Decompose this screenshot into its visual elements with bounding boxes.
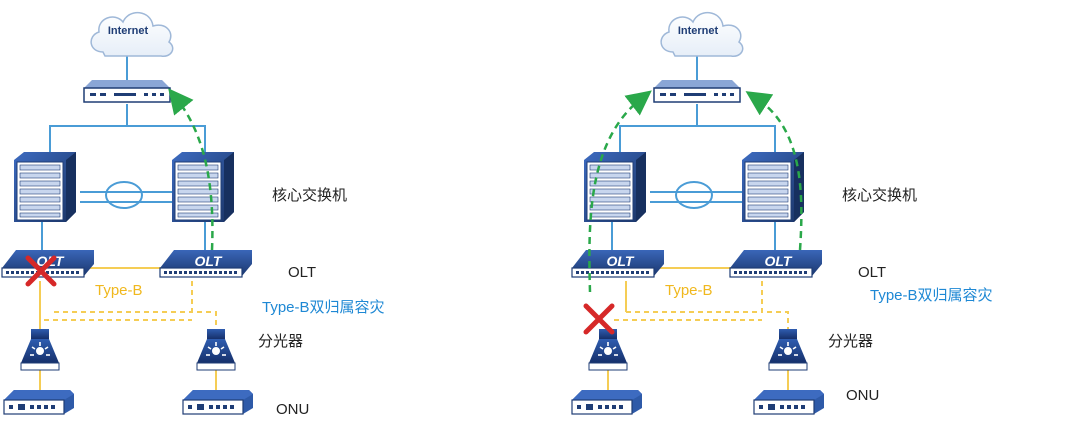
onu-label: ONU <box>276 401 309 418</box>
router-icon <box>653 79 741 103</box>
splitter-label: 分光器 <box>828 333 873 350</box>
left-olt-b: OLT <box>159 249 253 278</box>
scenario-label: Type-B双归属容灾 <box>870 287 993 304</box>
olt-label: OLT <box>858 264 886 281</box>
scenario-label: Type-B双归属容灾 <box>262 299 385 316</box>
splitter-label: 分光器 <box>258 333 303 350</box>
right-pon-links <box>607 267 789 390</box>
olt-device-label: OLT <box>195 253 223 269</box>
right-cloud: Internet <box>660 11 744 58</box>
core-switch-label: 核心交换机 <box>842 186 917 204</box>
onu-icon <box>571 389 643 415</box>
left-scenario: Internet OLT OLT Type-B 核心交换机 OLT Type-B… <box>1 11 385 418</box>
internet-label: Internet <box>108 25 149 37</box>
splitter-icon <box>20 328 60 371</box>
splitter-icon <box>196 328 236 371</box>
splitter-icon <box>588 328 628 371</box>
core-switch-label: 核心交换机 <box>272 186 347 204</box>
left-pon-links <box>39 267 217 390</box>
router-icon <box>83 79 171 103</box>
right-olt-b: OLT <box>729 249 823 278</box>
failover-path <box>588 90 652 293</box>
x-mark-icon <box>586 306 612 332</box>
core-switch-icon <box>741 151 805 223</box>
left-blue-links <box>41 50 206 254</box>
core-switch-icon <box>583 151 647 223</box>
failover-path <box>745 91 803 251</box>
onu-icon <box>3 389 75 415</box>
onu-label: ONU <box>846 387 879 404</box>
onu-icon <box>182 389 254 415</box>
core-switch-icon <box>171 151 235 223</box>
type-b-label: Type-B <box>665 282 713 299</box>
failover-path <box>168 88 214 251</box>
left-cloud: Internet <box>90 11 174 58</box>
internet-label: Internet <box>678 25 719 37</box>
type-b-label: Type-B <box>95 282 143 299</box>
splitter-icon <box>768 328 808 371</box>
right-scenario: Internet OLT OLT Type-B 核心交换机 OLT Type-B… <box>571 11 993 415</box>
olt-label: OLT <box>288 264 316 281</box>
olt-device-label: OLT <box>765 253 793 269</box>
core-switch-icon <box>13 151 77 223</box>
right-olt-a: OLT <box>571 249 665 278</box>
right-blue-links <box>611 50 776 254</box>
onu-icon <box>753 389 825 415</box>
olt-device-label: OLT <box>607 253 635 269</box>
